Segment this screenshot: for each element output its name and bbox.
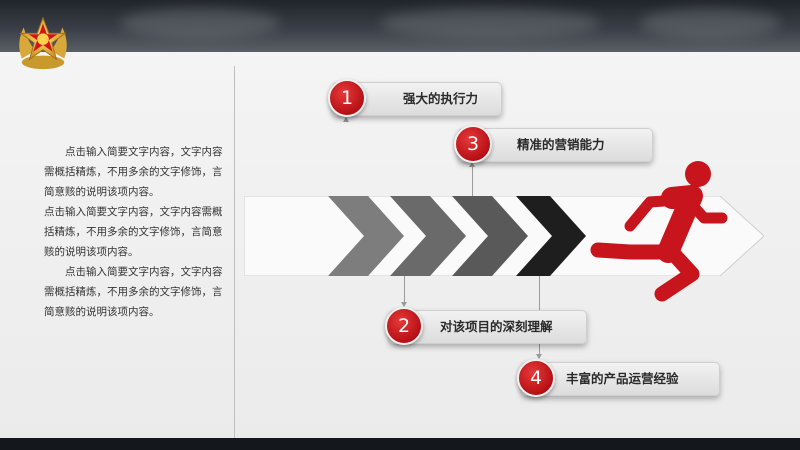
chevron <box>390 196 466 276</box>
callout-label: 丰富的产品运营经验 <box>566 371 679 386</box>
callout-label: 强大的执行力 <box>403 91 479 106</box>
number-badge: 1 <box>328 79 366 117</box>
vertical-divider <box>234 66 235 438</box>
number-badge: 4 <box>517 359 555 397</box>
cloud <box>640 8 780 38</box>
number-badge: 3 <box>454 125 492 163</box>
connector-line <box>404 276 405 302</box>
arrow-up-icon <box>343 117 349 122</box>
arrow-down-icon <box>401 302 407 307</box>
callout-label: 对该项目的深刻理解 <box>440 319 553 334</box>
number-badge: 2 <box>385 307 423 345</box>
running-man-icon <box>590 161 728 302</box>
connector-line <box>472 164 473 196</box>
cloud <box>120 8 280 38</box>
military-emblem-icon <box>19 16 67 70</box>
chevron <box>328 196 404 276</box>
paragraph: 点击输入简要文字内容，文字内容需概括精炼，不用多余的文字修饰，言简意赅的说明该项… <box>44 146 223 198</box>
arrow-down-icon <box>536 354 542 359</box>
callout-2[interactable]: 2 对该项目的深刻理解 <box>385 307 587 345</box>
paragraph: 点击输入简要文字内容，文字内容需概括精炼，不用多余的文字修饰，言简意赅的说明该项… <box>44 206 223 258</box>
description-text: 点击输入简要文字内容，文字内容需概括精炼，不用多余的文字修饰，言简意赅的说明该项… <box>44 142 229 322</box>
arrow-up-icon <box>469 162 475 167</box>
callout-1[interactable]: 1 强大的执行力 <box>328 79 502 117</box>
cloud <box>380 8 600 38</box>
chevron <box>516 196 586 276</box>
callout-label: 精准的营销能力 <box>517 137 605 152</box>
callout-3[interactable]: 3 精准的营销能力 <box>454 125 653 163</box>
paragraph: 点击输入简要文字内容，文字内容需概括精炼，不用多余的文字修饰，言简意赅的说明该项… <box>44 266 223 318</box>
bottom-bar <box>0 438 800 450</box>
chevron <box>452 196 528 276</box>
callout-4[interactable]: 4 丰富的产品运营经验 <box>517 359 720 397</box>
background-sky <box>0 0 800 52</box>
